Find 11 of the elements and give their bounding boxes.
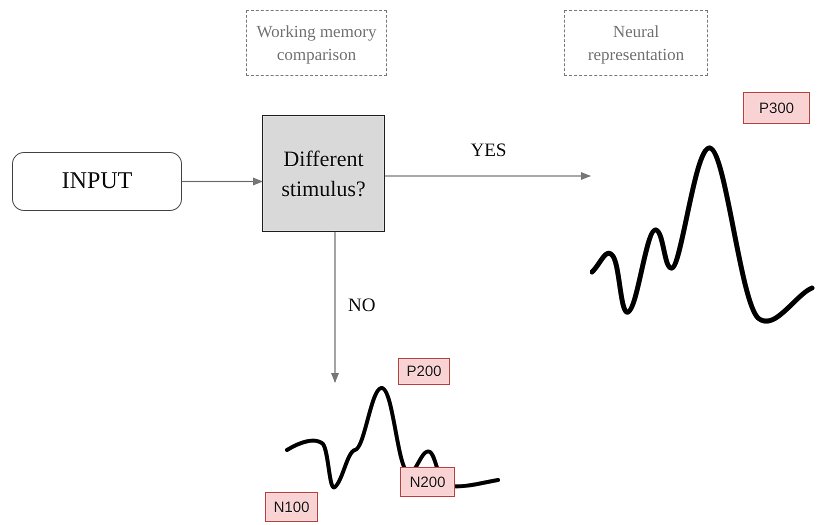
component-label: N200 (400, 467, 455, 497)
decision-box: Different stimulus? (262, 115, 385, 232)
stage-label-box: Neural representation (564, 10, 708, 76)
arrow (385, 172, 591, 180)
process-box: INPUT (12, 152, 182, 211)
component-label: P300 (743, 92, 810, 124)
stage-label-box: Working memory comparison (246, 10, 387, 76)
arrow (331, 232, 339, 383)
arrow (182, 178, 263, 186)
component-label: P200 (398, 358, 450, 385)
component-label: N100 (265, 492, 318, 522)
